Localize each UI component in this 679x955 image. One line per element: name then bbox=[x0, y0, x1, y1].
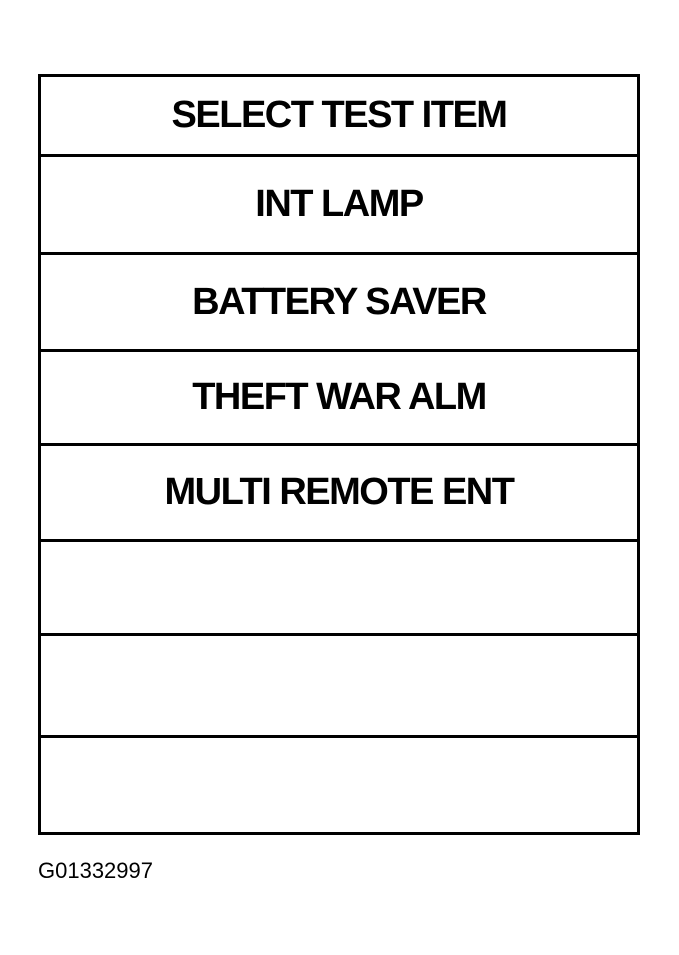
menu-item-empty bbox=[41, 542, 637, 636]
menu-item-battery-saver[interactable]: BATTERY SAVER bbox=[41, 255, 637, 352]
menu-item-int-lamp[interactable]: INT LAMP bbox=[41, 157, 637, 255]
menu-item-empty bbox=[41, 636, 637, 738]
menu-item-multi-remote-ent[interactable]: MULTI REMOTE ENT bbox=[41, 446, 637, 542]
menu-item-empty bbox=[41, 738, 637, 832]
menu-item-theft-war-alm[interactable]: THEFT WAR ALM bbox=[41, 352, 637, 446]
test-item-menu: SELECT TEST ITEM INT LAMP BATTERY SAVER … bbox=[38, 74, 640, 835]
figure-id: G01332997 bbox=[38, 858, 153, 883]
menu-header: SELECT TEST ITEM bbox=[41, 77, 637, 157]
